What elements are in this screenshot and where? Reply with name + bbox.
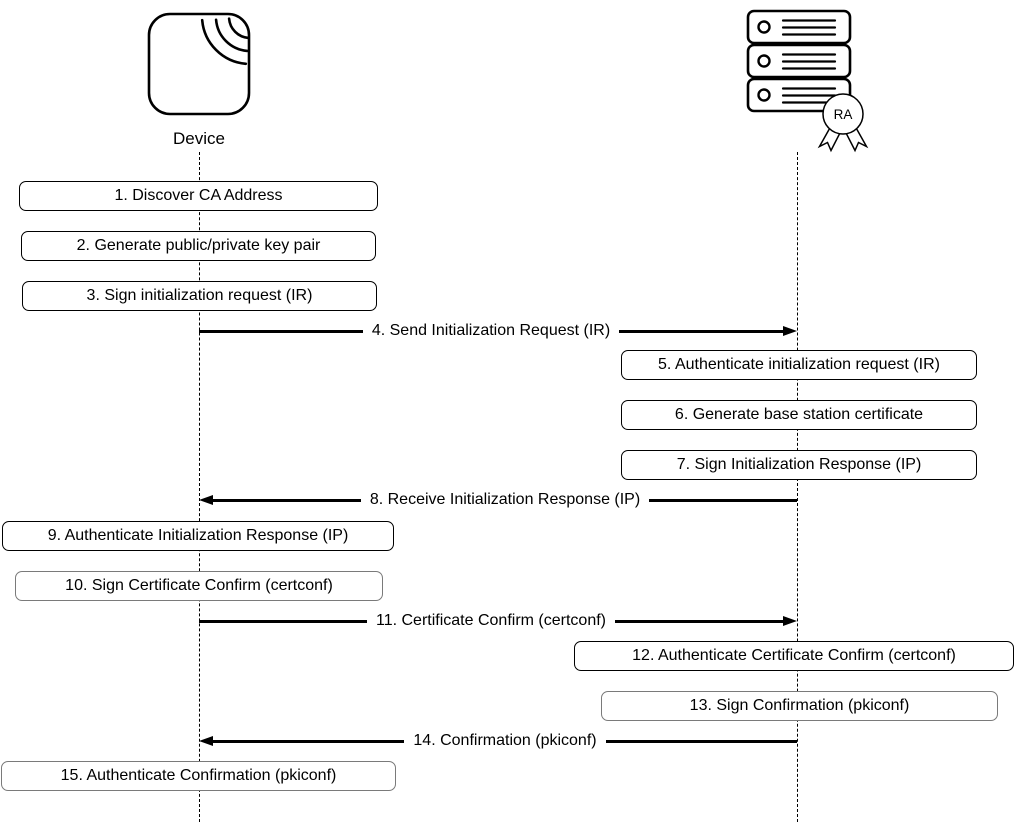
wireless-device-icon <box>147 12 251 116</box>
step-7-box: 7. Sign Initialization Response (IP) <box>621 450 977 480</box>
message-line <box>213 739 405 743</box>
step-13-box: 13. Sign Confirmation (pkiconf) <box>601 691 998 721</box>
step-9-box: 9. Authenticate Initialization Response … <box>2 521 394 551</box>
server-stack-icon: RA <box>746 9 869 153</box>
step-2-box: 2. Generate public/private key pair <box>21 231 376 261</box>
message-4-label: 4. Send Initialization Request (IR) <box>371 322 611 339</box>
message-14-label: 14. Confirmation (pkiconf) <box>413 732 597 749</box>
step-1-box: 1. Discover CA Address <box>19 181 378 211</box>
arrowhead-right-icon <box>783 616 797 626</box>
message-8-arrow: 8. Receive Initialization Response (IP) <box>199 489 798 511</box>
message-line <box>605 739 797 743</box>
step-3-box: 3. Sign initialization request (IR) <box>22 281 377 311</box>
message-line <box>213 498 361 502</box>
device-actor-label: Device <box>173 129 225 148</box>
arrowhead-left-icon <box>199 736 213 746</box>
message-line <box>199 329 363 333</box>
step-12-box: 12. Authenticate Certificate Confirm (ce… <box>574 641 1014 671</box>
message-14-arrow: 14. Confirmation (pkiconf) <box>199 730 797 752</box>
device-lifeline <box>199 152 200 822</box>
message-line <box>615 619 783 623</box>
message-line <box>649 498 798 502</box>
message-11-arrow: 11. Certificate Confirm (certconf) <box>199 610 797 632</box>
step-10-box: 10. Sign Certificate Confirm (certconf) <box>15 571 383 601</box>
message-8-label: 8. Receive Initialization Response (IP) <box>369 491 641 508</box>
step-5-box: 5. Authenticate initialization request (… <box>621 350 977 380</box>
arrowhead-left-icon <box>199 495 213 505</box>
message-11-label: 11. Certificate Confirm (certconf) <box>376 612 606 629</box>
step-15-box: 15. Authenticate Confirmation (pkiconf) <box>1 761 396 791</box>
ra-lifeline <box>797 152 798 822</box>
ra-badge-label: RA <box>834 107 853 122</box>
message-line <box>619 329 783 333</box>
arrowhead-right-icon <box>783 326 797 336</box>
message-line <box>199 619 367 623</box>
step-6-box: 6. Generate base station certificate <box>621 400 977 430</box>
certificate-badge-icon: RA <box>817 93 869 153</box>
message-4-arrow: 4. Send Initialization Request (IR) <box>199 320 797 342</box>
